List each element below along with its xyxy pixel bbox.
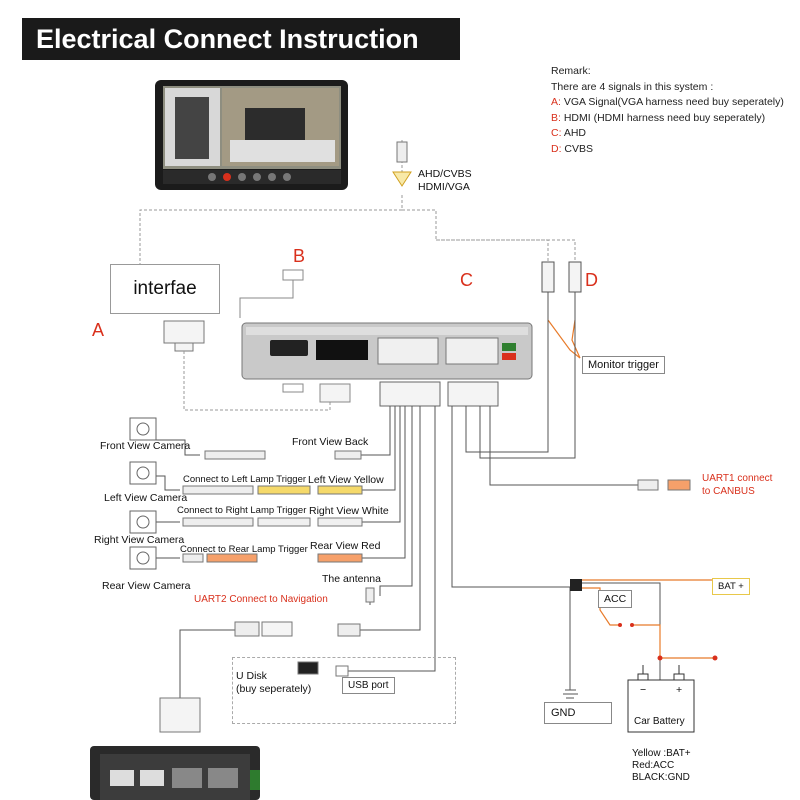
acc-label: ACC <box>598 590 633 608</box>
remark-text: VGA Signal(VGA harness need buy seperate… <box>563 96 784 108</box>
remark-text: AHD <box>563 127 587 139</box>
uart2-label: UART2 Connect to Navigation <box>194 594 328 605</box>
car-battery-label: Car Battery <box>634 716 685 727</box>
remark-letter: A: <box>551 96 561 108</box>
signal-letter-d: D <box>585 270 598 290</box>
uart1-line2: to CANBUS <box>702 486 755 497</box>
uart1-line1: UART1 connect <box>702 473 773 484</box>
remark-letter: B: <box>551 111 561 124</box>
interface-box: interfae <box>110 264 220 314</box>
left-camera-label: Left View Camera <box>104 492 188 504</box>
rear-lamp-trigger-label: Connect to Rear Lamp Trigger <box>180 544 308 555</box>
remark-item-c: C: AHD <box>551 126 784 142</box>
legend-item: Yellow :BAT+ <box>632 748 691 759</box>
right-lamp-trigger-label: Connect to Right Lamp Trigger <box>177 505 307 516</box>
antenna-label: The antenna <box>322 573 381 585</box>
udisk-line2: (buy seperately) <box>236 683 312 695</box>
remark-text: CVBS <box>564 142 594 155</box>
signal-label-line2: HDMI/VGA <box>418 181 470 193</box>
udisk-dashed-box <box>232 657 456 724</box>
signal-letter-a: A <box>92 320 105 340</box>
right-view-white-label: Right View White <box>309 505 389 517</box>
remark-item-a: A: VGA Signal(VGA harness need buy seper… <box>551 95 784 111</box>
udisk-line1: U Disk <box>236 670 267 682</box>
remark-text: HDMI (HDMI harness need buy seperately) <box>563 111 766 124</box>
gnd-label: GND <box>544 702 612 724</box>
signal-letter-c: C <box>460 270 473 290</box>
udisk-label: U Disk (buy seperately) <box>236 670 311 696</box>
control-box <box>241 322 533 380</box>
remark-item-d: D: CVBS <box>551 142 784 158</box>
monitor-head-unit <box>155 80 348 190</box>
remark-letter: D: <box>551 142 562 155</box>
battery-plus: + <box>676 684 683 696</box>
usb-port-label: USB port <box>342 677 395 694</box>
remark-block: Remark: There are 4 signals in this syst… <box>551 64 784 157</box>
bat-label: BAT + <box>712 578 750 595</box>
wire-color-legend: Yellow :BAT+ Red:ACC BLACK:GND <box>632 748 691 784</box>
legend-item: Red:ACC <box>632 760 675 771</box>
remark-letter: C: <box>551 127 562 139</box>
front-camera-label: Front View Camera <box>100 440 191 452</box>
bottom-head-unit <box>90 746 260 800</box>
remark-item-b: B: HDMI (HDMI harness need buy seperatel… <box>551 111 784 127</box>
battery-minus: − <box>640 684 647 696</box>
right-camera-label: Right View Camera <box>94 534 185 546</box>
rear-view-red-label: Rear View Red <box>310 540 381 552</box>
monitor-signal-label: AHD/CVBS HDMI/VGA <box>418 168 472 194</box>
front-view-back-label: Front View Back <box>292 436 369 448</box>
page-title: Electrical Connect Instruction <box>22 18 460 60</box>
monitor-trigger-label: Monitor trigger <box>582 356 665 374</box>
rear-camera-label: Rear View Camera <box>102 580 191 592</box>
legend-item: BLACK:GND <box>632 772 690 783</box>
remark-intro: There are 4 signals in this system : <box>551 80 714 93</box>
signal-letter-b: B <box>293 246 306 266</box>
signal-label-line1: AHD/CVBS <box>418 168 472 180</box>
uart1-label: UART1 connect to CANBUS <box>702 472 772 498</box>
remark-heading: Remark: <box>551 65 591 77</box>
left-lamp-trigger-label: Connect to Left Lamp Trigger <box>183 474 307 485</box>
left-view-yellow-label: Left View Yellow <box>308 474 384 486</box>
